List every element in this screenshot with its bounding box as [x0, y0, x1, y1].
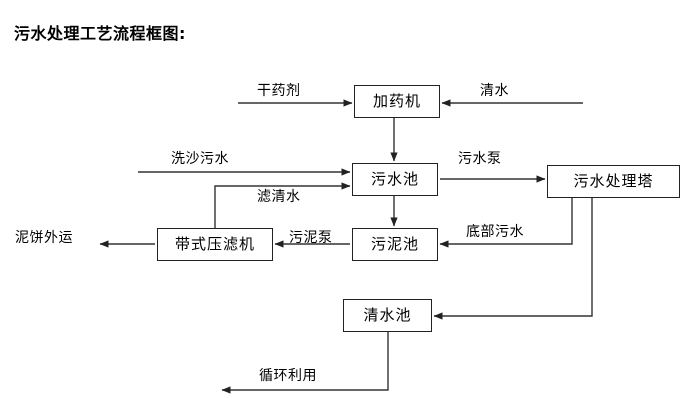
node-sludge-pool[interactable]: 污泥池 [352, 228, 438, 261]
node-clear-water-pool[interactable]: 清水池 [343, 299, 432, 332]
connector-filtered-water-to-wastewater-pool [214, 182, 351, 228]
edge-label-sewage-pump: 污水泵 [458, 151, 502, 167]
edge-label-sand-wash-sewage: 洗沙污水 [171, 151, 229, 167]
edge-label-filtered-water: 滤清水 [257, 189, 301, 205]
edge-label-dry-chemical: 干药剂 [257, 83, 301, 99]
edge-label-recycle-reuse: 循环利用 [259, 368, 317, 384]
connector-clear-water-to-reuse [221, 332, 389, 394]
node-belt-filter-press[interactable]: 带式压滤机 [157, 228, 273, 261]
node-treatment-tower[interactable]: 污水处理塔 [547, 165, 680, 198]
edge-label-mud-cake-transport: 泥饼外运 [15, 230, 73, 246]
edge-label-clean-water: 清水 [480, 83, 509, 99]
node-wastewater-pool[interactable]: 污水池 [352, 163, 438, 196]
page-title: 污水处理工艺流程框图: [14, 24, 186, 43]
edge-label-sludge-pump: 污泥泵 [289, 230, 333, 246]
connector-tower-to-sludge-pool [439, 198, 573, 248]
node-dosing-machine[interactable]: 加药机 [354, 85, 440, 118]
edge-label-bottom-sewage: 底部污水 [466, 224, 524, 240]
connector-tower-to-clear-water-pool [433, 198, 593, 320]
